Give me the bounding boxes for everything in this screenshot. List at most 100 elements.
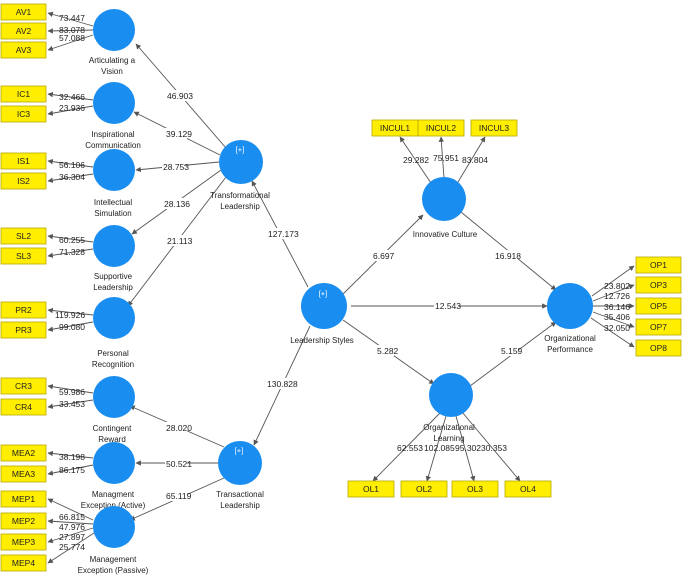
- indicator-op1[interactable]: OP1: [635, 256, 682, 274]
- indicator-incul2[interactable]: INCUL2: [417, 119, 465, 137]
- indicator-pr3[interactable]: PR3: [0, 321, 47, 339]
- path-label-tfl-ic: 39.129: [166, 129, 192, 139]
- indicator-is2[interactable]: IS2: [0, 172, 47, 190]
- construct-organizational-performance[interactable]: Organizational Performance: [544, 283, 596, 354]
- indicator-cr4[interactable]: CR4: [0, 398, 47, 416]
- construct-transformational-leadership[interactable]: [+] Transformational Leadership: [210, 140, 270, 211]
- loading-arrow-av2: [47, 28, 94, 34]
- path-labels: 46.903 39.129 28.753 28.136 21.113 127.1…: [162, 90, 523, 501]
- svg-text:Organizational: Organizational: [423, 423, 475, 432]
- path-label-tfl-sl: 28.136: [164, 199, 190, 209]
- indicator-op3[interactable]: OP3: [635, 276, 682, 294]
- svg-text:Management: Management: [90, 555, 137, 564]
- svg-text:Leadership: Leadership: [93, 283, 133, 292]
- loading-arrow-incul1: [399, 136, 432, 184]
- indicator-mep1[interactable]: MEP1: [0, 490, 47, 508]
- construct-transactional-leadership[interactable]: [+] Transactional Leadership: [216, 441, 264, 510]
- svg-text:SL2: SL2: [16, 231, 31, 241]
- construct-articulating-vision[interactable]: Articulating a Vision: [89, 9, 136, 76]
- svg-text:Performance: Performance: [547, 345, 593, 354]
- indicator-mep4[interactable]: MEP4: [0, 554, 47, 572]
- construct-personal-recognition[interactable]: Personal Recognition: [92, 297, 135, 369]
- svg-text:Vision: Vision: [101, 67, 123, 76]
- construct-management-exception-passive[interactable]: Management Exception (Passive): [78, 506, 149, 575]
- loading-value-ic3: 23.936: [59, 103, 85, 113]
- expand-marker-tfl[interactable]: [+]: [236, 145, 245, 154]
- loading-value-op3: 12.726: [604, 291, 630, 301]
- svg-text:OL1: OL1: [363, 484, 379, 494]
- indicator-ol2[interactable]: OL2: [400, 480, 448, 498]
- loading-value-sl2: 60.255: [59, 235, 85, 245]
- construct-inspirational-communication[interactable]: Inspirational Communication: [85, 82, 141, 150]
- svg-text:CR3: CR3: [15, 381, 32, 391]
- indicator-pr2[interactable]: PR2: [0, 301, 47, 319]
- expand-marker-tal[interactable]: [+]: [235, 446, 244, 455]
- svg-text:Organizational: Organizational: [544, 334, 596, 343]
- loading-arrow-op8: [590, 317, 635, 348]
- construct-intellectual-simulation[interactable]: Intellectual Simulation: [93, 149, 135, 218]
- indicator-mep2[interactable]: MEP2: [0, 512, 47, 530]
- indicator-av1[interactable]: AV1: [0, 3, 47, 21]
- construct-supportive-leadership[interactable]: Supportive Leadership: [93, 225, 135, 292]
- loading-arrow-ol2: [425, 415, 447, 482]
- loading-arrow-mep3: [47, 527, 94, 544]
- path-label-ls-op: 12.543: [435, 301, 461, 311]
- loading-value-mea2: 38.198: [59, 452, 85, 462]
- svg-text:Supportive: Supportive: [94, 272, 133, 281]
- loading-arrow-is2: [47, 173, 94, 183]
- construct-organizational-learning[interactable]: Organizational Learning: [423, 373, 475, 443]
- indicator-ic1[interactable]: IC1: [0, 85, 47, 103]
- svg-text:Leadership: Leadership: [220, 202, 260, 211]
- indicator-op5[interactable]: OP5: [635, 297, 682, 315]
- indicator-incul3[interactable]: INCUL3: [470, 119, 518, 137]
- loading-arrow-ol1: [372, 412, 441, 482]
- loading-value-cr4: 33.453: [59, 399, 85, 409]
- indicator-op7[interactable]: OP7: [635, 318, 682, 336]
- loading-arrow-av1: [47, 11, 94, 27]
- svg-text:Inspirational: Inspirational: [91, 130, 134, 139]
- indicator-sl3[interactable]: SL3: [0, 247, 47, 265]
- loading-arrow-is1: [47, 158, 94, 168]
- path-label-tfl-is: 28.753: [163, 162, 189, 172]
- indicator-mea3[interactable]: MEA3: [0, 465, 47, 483]
- loading-value-mep4: 25.774: [59, 542, 85, 552]
- loading-arrows: [47, 11, 635, 564]
- svg-text:OL2: OL2: [416, 484, 432, 494]
- loading-value-op8: 32.050: [604, 323, 630, 333]
- indicator-op8[interactable]: OP8: [635, 339, 682, 357]
- expand-marker-ls[interactable]: [+]: [319, 289, 328, 298]
- construct-innovative-culture[interactable]: Innovative Culture: [413, 177, 478, 239]
- path-label-ls-tfl: 127.173: [268, 229, 299, 239]
- loading-values: 73.447 83.078 57.088 32.466 23.936 56.10…: [55, 13, 630, 552]
- indicator-av3[interactable]: AV3: [0, 41, 47, 59]
- construct-leadership-styles[interactable]: [+] Leadership Styles: [290, 283, 354, 345]
- indicator-av2[interactable]: AV2: [0, 22, 47, 40]
- indicator-mep3[interactable]: MEP3: [0, 533, 47, 551]
- indicator-ol4[interactable]: OL4: [504, 480, 552, 498]
- svg-text:CR4: CR4: [15, 402, 32, 412]
- svg-text:INCUL1: INCUL1: [380, 123, 411, 133]
- indicator-sl2[interactable]: SL2: [0, 227, 47, 245]
- loading-arrow-mea3: [47, 464, 94, 476]
- indicator-ol1[interactable]: OL1: [347, 480, 395, 498]
- svg-text:MEP2: MEP2: [12, 516, 35, 526]
- loading-arrow-pr2: [47, 307, 94, 316]
- svg-text:PR3: PR3: [15, 325, 32, 335]
- path-label-tfl-pr: 21.113: [167, 236, 193, 246]
- indicator-ic3[interactable]: IC3: [0, 105, 47, 123]
- indicator-mea2[interactable]: MEA2: [0, 444, 47, 462]
- loading-value-is2: 36.304: [59, 172, 85, 182]
- indicator-cr3[interactable]: CR3: [0, 377, 47, 395]
- construct-management-exception-active[interactable]: Managment Exception (Active): [81, 442, 146, 510]
- indicator-ol3[interactable]: OL3: [451, 480, 499, 498]
- loading-value-av2: 83.078: [59, 25, 85, 35]
- svg-text:Intellectual: Intellectual: [94, 198, 132, 207]
- loading-value-ol3: 95.302: [455, 443, 481, 453]
- indicator-is1[interactable]: IS1: [0, 152, 47, 170]
- loading-value-ol2: 102.085: [424, 443, 455, 453]
- construct-contingent-reward[interactable]: Contingent Reward: [93, 376, 135, 444]
- svg-text:OP7: OP7: [650, 322, 667, 332]
- loading-value-av1: 73.447: [59, 13, 85, 23]
- indicator-incul1[interactable]: INCUL1: [371, 119, 419, 137]
- loading-value-incul2: 75.951: [433, 153, 459, 163]
